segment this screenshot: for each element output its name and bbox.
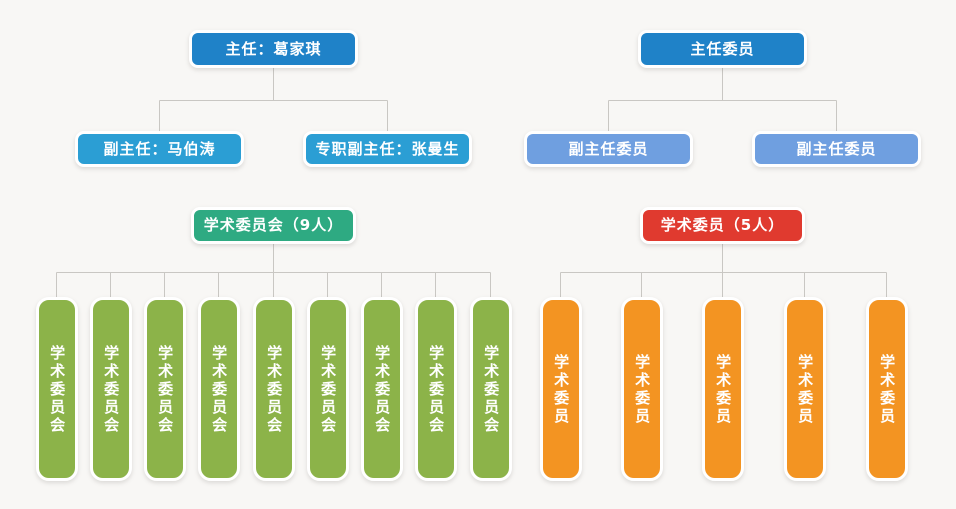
right-deputy-node-2[interactable]: 副主任委员 bbox=[752, 131, 921, 167]
right-member-node-3[interactable]: 学术委员 bbox=[702, 297, 744, 481]
left-member-label-5: 学术委员会 bbox=[265, 345, 284, 435]
right-root-label: 主任委员 bbox=[690, 39, 755, 58]
right-member-node-5[interactable]: 学术委员 bbox=[866, 297, 908, 481]
left-member-node-4[interactable]: 学术委员会 bbox=[198, 297, 240, 481]
left-committee-node[interactable]: 学术委员会（9人） bbox=[191, 207, 356, 244]
left-member-node-6[interactable]: 学术委员会 bbox=[307, 297, 349, 481]
right-member-node-2[interactable]: 学术委员 bbox=[621, 297, 663, 481]
left-member-node-8[interactable]: 学术委员会 bbox=[415, 297, 457, 481]
right-member-label-4: 学术委员 bbox=[796, 354, 815, 426]
right-committee-node[interactable]: 学术委员（5人） bbox=[640, 207, 805, 244]
left-root-label: 主任：葛家琪 bbox=[225, 39, 322, 58]
left-member-label-1: 学术委员会 bbox=[48, 345, 67, 435]
right-deputy-label-1: 副主任委员 bbox=[568, 139, 649, 158]
left-member-node-9[interactable]: 学术委员会 bbox=[470, 297, 512, 481]
left-root-node[interactable]: 主任：葛家琪 bbox=[189, 30, 358, 68]
left-committee-label: 学术委员会（9人） bbox=[203, 216, 344, 234]
left-deputy-label-1: 副主任：马伯涛 bbox=[103, 139, 216, 158]
left-member-label-6: 学术委员会 bbox=[319, 345, 338, 435]
right-member-label-5: 学术委员 bbox=[878, 354, 897, 426]
right-deputy-node-1[interactable]: 副主任委员 bbox=[524, 131, 693, 167]
right-committee-label: 学术委员（5人） bbox=[660, 216, 785, 234]
right-member-node-4[interactable]: 学术委员 bbox=[784, 297, 826, 481]
right-deputy-label-2: 副主任委员 bbox=[796, 139, 877, 158]
right-member-label-1: 学术委员 bbox=[552, 354, 571, 426]
left-member-node-5[interactable]: 学术委员会 bbox=[253, 297, 295, 481]
left-member-label-9: 学术委员会 bbox=[482, 345, 501, 435]
left-member-label-4: 学术委员会 bbox=[210, 345, 229, 435]
left-deputy-node-2[interactable]: 专职副主任：张曼生 bbox=[303, 131, 472, 167]
right-root-node[interactable]: 主任委员 bbox=[638, 30, 807, 68]
left-member-node-1[interactable]: 学术委员会 bbox=[36, 297, 78, 481]
left-deputy-node-1[interactable]: 副主任：马伯涛 bbox=[75, 131, 244, 167]
left-member-label-7: 学术委员会 bbox=[373, 345, 392, 435]
left-member-label-3: 学术委员会 bbox=[156, 345, 175, 435]
left-member-node-3[interactable]: 学术委员会 bbox=[144, 297, 186, 481]
right-member-label-3: 学术委员 bbox=[714, 354, 733, 426]
left-member-label-2: 学术委员会 bbox=[102, 345, 121, 435]
left-member-node-7[interactable]: 学术委员会 bbox=[361, 297, 403, 481]
right-member-node-1[interactable]: 学术委员 bbox=[540, 297, 582, 481]
left-member-node-2[interactable]: 学术委员会 bbox=[90, 297, 132, 481]
left-member-label-8: 学术委员会 bbox=[427, 345, 446, 435]
left-deputy-label-2: 专职副主任：张曼生 bbox=[315, 139, 460, 158]
right-member-label-2: 学术委员 bbox=[633, 354, 652, 426]
